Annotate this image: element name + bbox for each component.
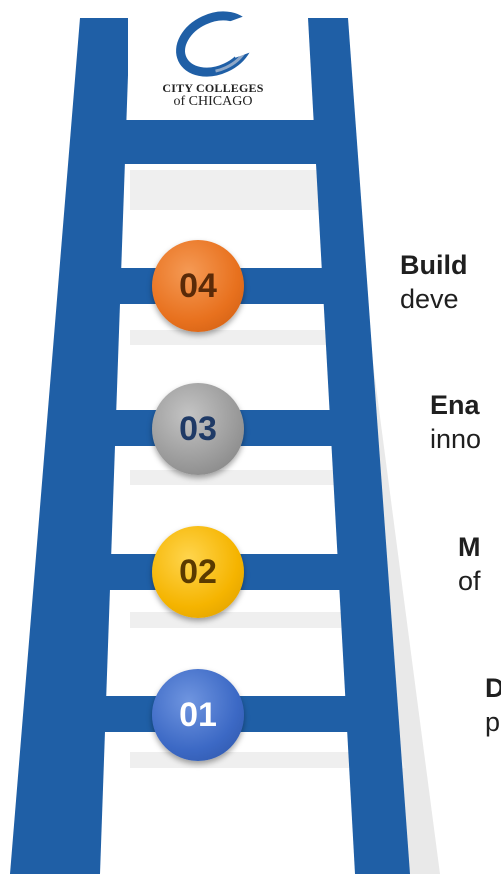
step-02-circle: 02 <box>152 526 244 618</box>
rung-shadow <box>130 170 338 210</box>
step-03-lead: Ena <box>430 390 480 420</box>
ladder-rung-top <box>120 120 325 164</box>
step-02-lead: M <box>458 532 481 562</box>
step-01-text: D p <box>485 671 501 739</box>
step-04-circle: 04 <box>152 240 244 332</box>
step-03-circle: 03 <box>152 383 244 475</box>
step-02-number: 02 <box>179 552 217 591</box>
step-02-rest: of <box>458 566 481 596</box>
step-04-number: 04 <box>179 266 217 305</box>
ladder-left-rail <box>10 18 130 874</box>
rung-shadow <box>130 330 356 345</box>
step-04-rest: deve <box>400 284 459 314</box>
step-03-number: 03 <box>179 409 217 448</box>
city-colleges-logo: CITY COLLEGES of CHICAGO <box>138 6 288 126</box>
step-01-lead: D <box>485 673 501 703</box>
step-03-rest: inno <box>430 424 482 454</box>
logo-line1: CITY COLLEGES <box>162 81 264 95</box>
step-04-lead: Build <box>400 250 468 280</box>
step-01-rest: p <box>485 707 501 737</box>
logo-line2: of CHICAGO <box>173 94 253 109</box>
step-02-text: M of <box>458 530 501 598</box>
step-01-number: 01 <box>179 695 217 734</box>
step-01-circle: 01 <box>152 669 244 761</box>
step-03-text: Ena inno <box>430 388 501 456</box>
step-04-text: Build deve <box>400 248 501 316</box>
swoosh-logo-icon <box>176 6 283 77</box>
